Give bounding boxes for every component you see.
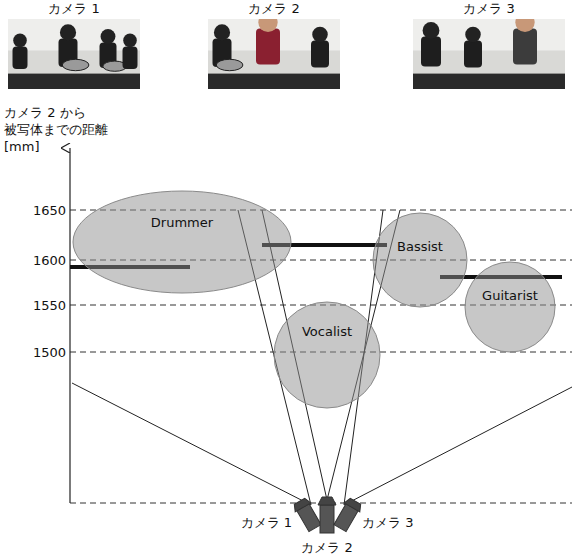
- figure-body: [311, 40, 329, 67]
- line-shape: [72, 383, 311, 505]
- ellipse-fill: [465, 262, 555, 352]
- figure-body: [256, 28, 280, 64]
- photo-stage: [8, 74, 140, 89]
- musician-name: Vocalist: [302, 324, 352, 339]
- figure-body: [421, 36, 441, 66]
- figure-head: [312, 27, 328, 43]
- drum: [62, 59, 89, 70]
- tick-value: 1650: [33, 203, 66, 218]
- camera-photo: カメラ 2: [208, 1, 340, 89]
- figure-head: [258, 19, 277, 32]
- g-shape: [332, 497, 363, 533]
- ellipse-outline: [72, 190, 292, 294]
- tick-value: 1600: [33, 253, 66, 268]
- figure-head: [465, 27, 481, 43]
- g-shape: [318, 497, 336, 533]
- photo-stage: [413, 74, 565, 89]
- photo-ground: [8, 19, 140, 89]
- musician-name: Guitarist: [482, 288, 538, 303]
- ellipse-fill: [274, 302, 380, 408]
- ellipse-outline: [273, 301, 381, 409]
- camera-label: カメラ 3: [362, 514, 413, 532]
- figure-head: [214, 24, 230, 40]
- figure-body: [513, 28, 537, 64]
- figure-head: [101, 29, 116, 44]
- stage-photo: [208, 19, 340, 89]
- photo-ground: [413, 19, 565, 89]
- ellipse-outline: [464, 261, 556, 353]
- musician-ellipse: Drummer: [72, 190, 292, 294]
- camera-heading: カメラ 3: [413, 1, 565, 17]
- camera-photo: カメラ 1: [8, 1, 140, 89]
- figure-body: [464, 40, 482, 67]
- line-shape: [344, 387, 572, 505]
- ellipse-fill: [373, 213, 467, 307]
- tick-value: 1500: [33, 345, 66, 360]
- musician-ellipse: Guitarist: [464, 261, 556, 353]
- photo-stage: [208, 74, 340, 89]
- figure-head: [423, 22, 440, 39]
- musician-name: Drummer: [151, 215, 213, 230]
- camera-symbols: [292, 497, 364, 533]
- figure-body: [123, 46, 138, 69]
- figure-head: [123, 34, 137, 48]
- tick-value: 1550: [33, 298, 66, 313]
- camera-heading: カメラ 1: [8, 1, 140, 17]
- rect-shape: [320, 505, 334, 533]
- figure-head: [60, 24, 76, 40]
- stage-photo: [8, 19, 140, 89]
- figure-head: [13, 34, 27, 48]
- path-shape: [344, 497, 363, 512]
- camera-label: カメラ 2: [301, 539, 352, 557]
- camera-photo: カメラ 3: [413, 1, 565, 89]
- figure-head: [515, 19, 534, 32]
- drum: [216, 59, 243, 70]
- axis-label: カメラ 2 から 被写体までの距離 [mm]: [4, 104, 132, 155]
- camera-heading: カメラ 2: [208, 1, 340, 17]
- g-shape: [292, 497, 323, 533]
- figure-body: [13, 46, 28, 69]
- musician-name: Bassist: [397, 239, 443, 254]
- path-shape: [318, 497, 336, 505]
- musician-ellipse: Bassist: [372, 212, 468, 308]
- distance-axis: [69, 148, 70, 503]
- ellipse-outline: [372, 212, 468, 308]
- camera-label: カメラ 1: [241, 514, 292, 532]
- path-shape: [292, 497, 311, 512]
- stage-photo: [413, 19, 565, 89]
- ellipse-fill: [73, 191, 291, 293]
- musician-ellipse: Vocalist: [273, 301, 381, 409]
